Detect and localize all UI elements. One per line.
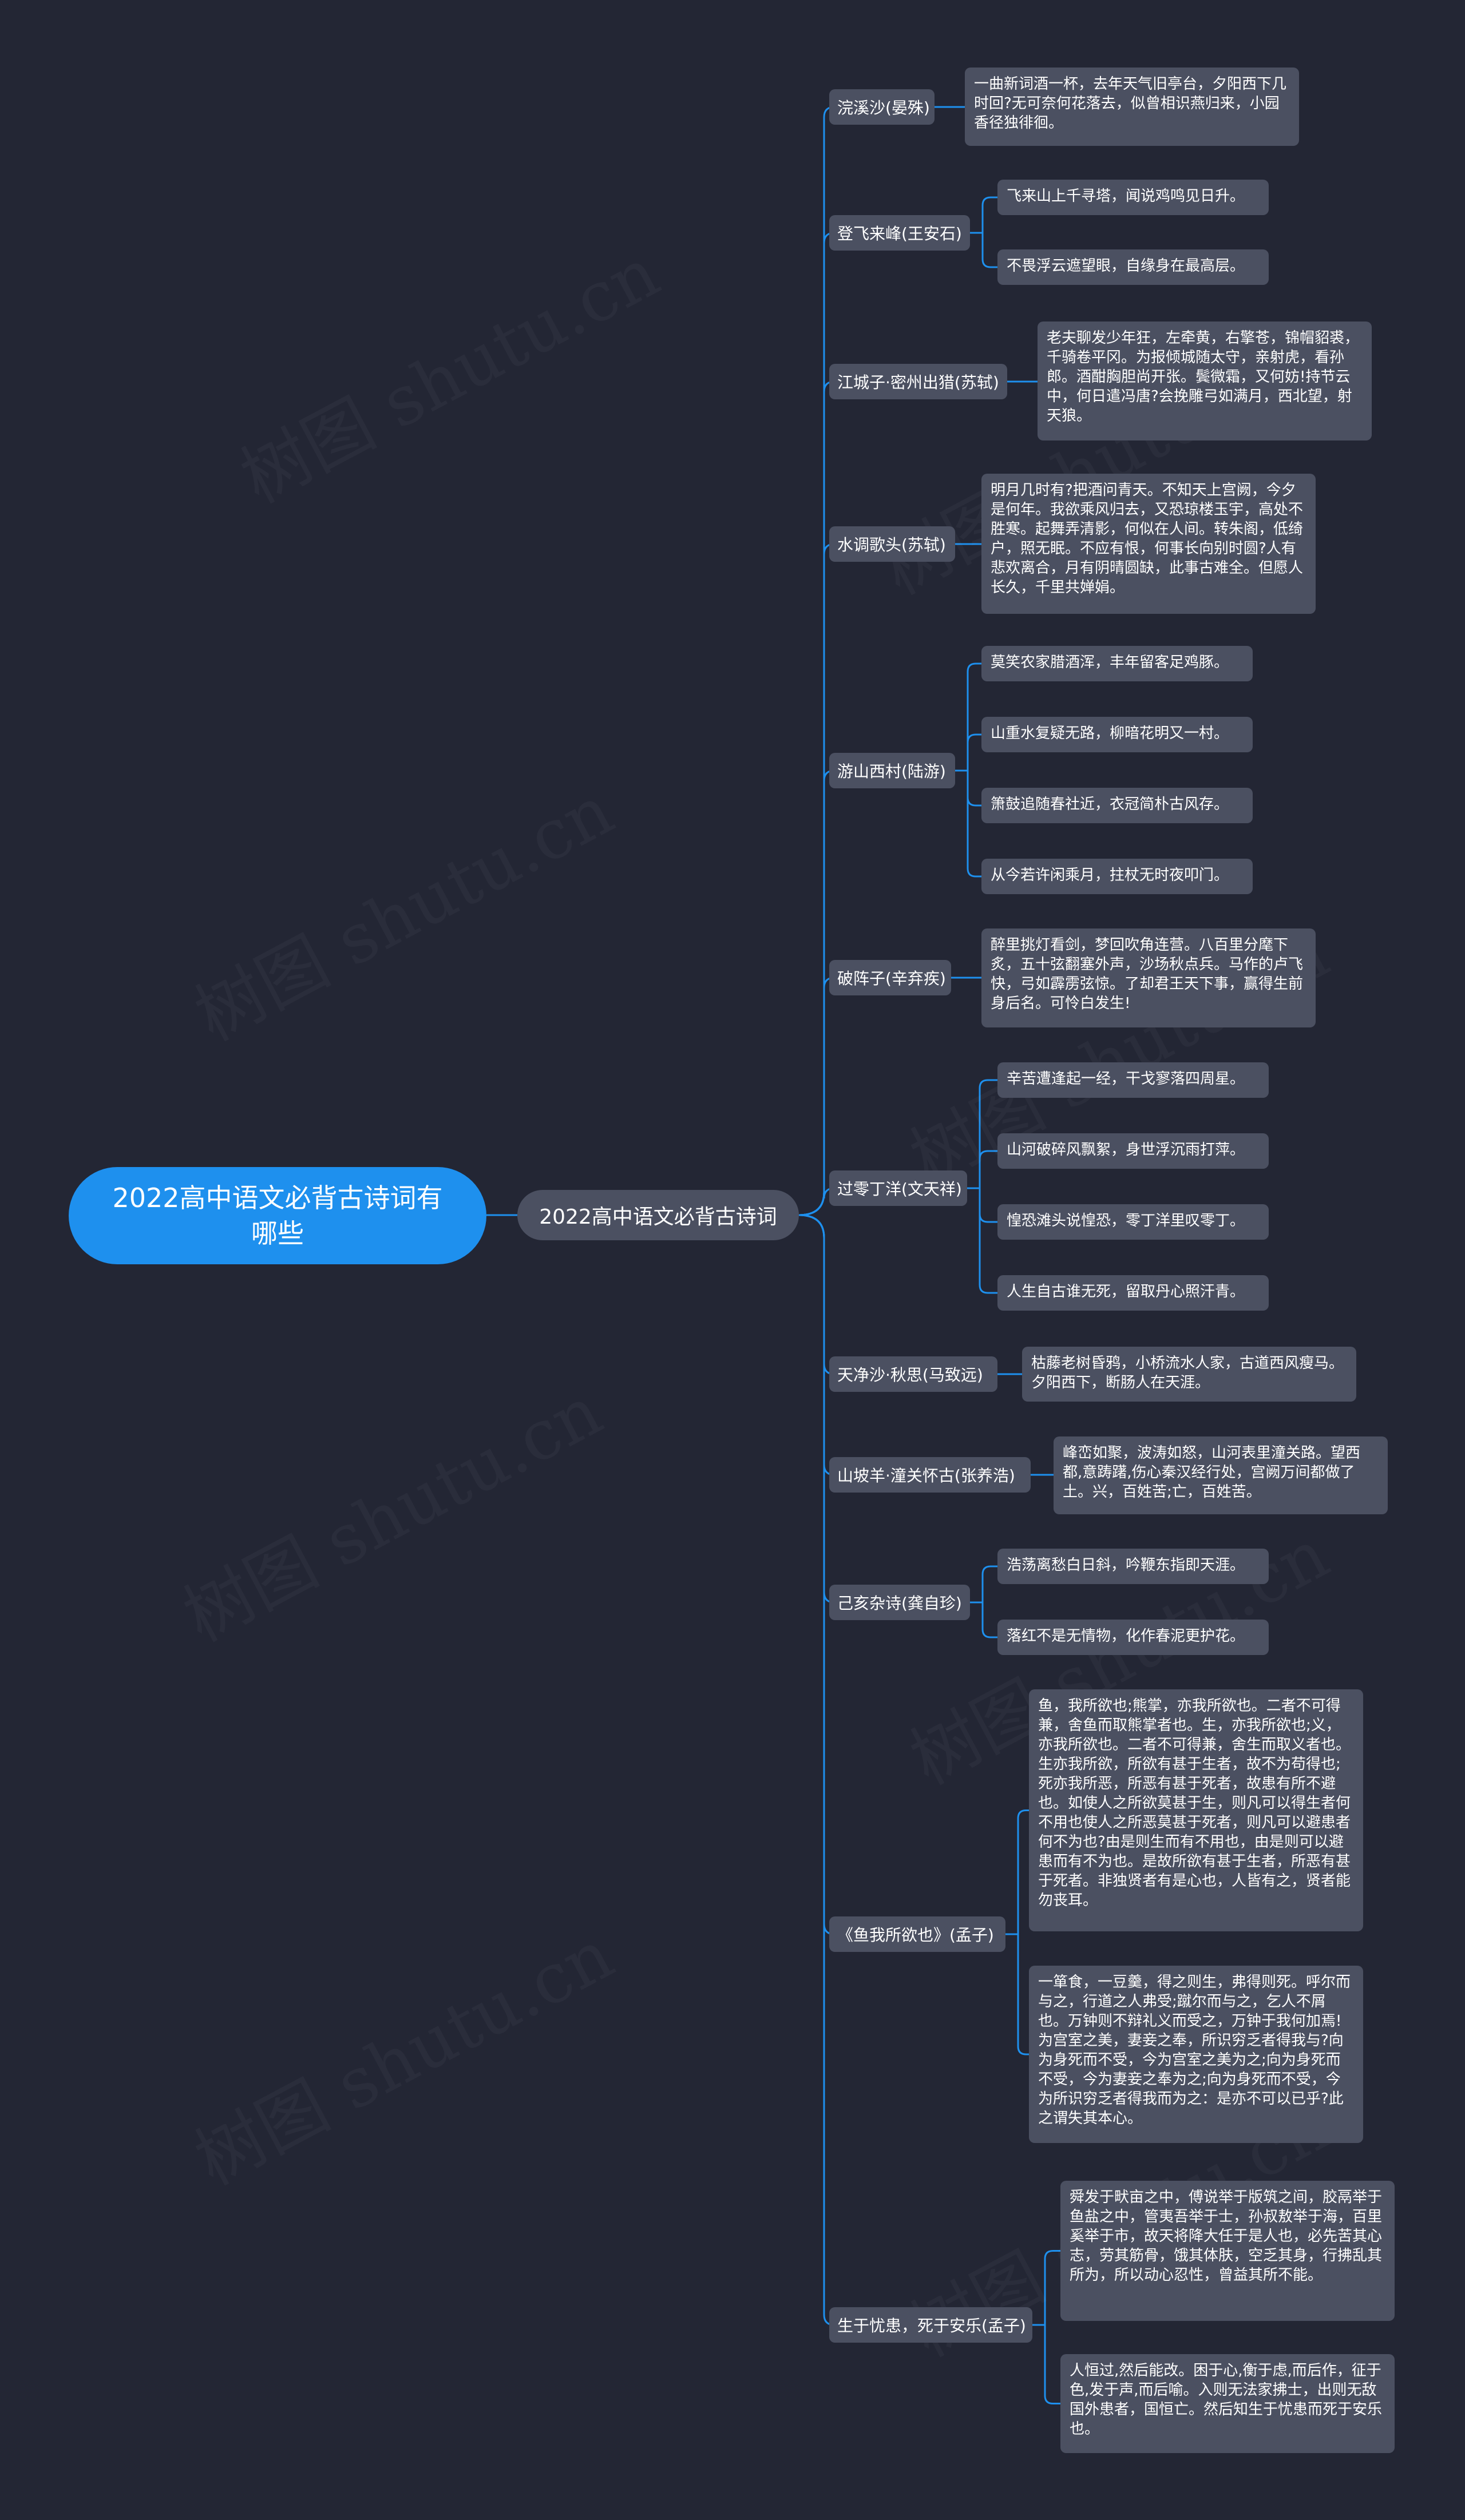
topic-node[interactable]: 过零丁洋(文天祥) (829, 1170, 967, 1206)
leaf-node[interactable]: 从今若许闲乘月，拄杖无时夜叩门。 (981, 859, 1253, 894)
topic-node[interactable]: 登飞来峰(王安石) (829, 215, 970, 251)
leaf-node[interactable]: 明月几时有?把酒问青天。不知天上宫阙，今夕是何年。我欲乘风归去，又恐琼楼玉宇，高… (981, 474, 1316, 614)
connector-line (967, 1150, 997, 1189)
leaf-node[interactable]: 辛苦遭逢起一经，干戈寥落四周星。 (997, 1062, 1269, 1098)
leaf-node[interactable]: 浩荡离愁白日斜，吟鞭东指即天涯。 (997, 1549, 1269, 1584)
connector-line (1032, 2250, 1060, 2326)
leaf-node[interactable]: 醉里挑灯看剑，梦回吹角连营。八百里分麾下炙，五十弦翻塞外声，沙场秋点兵。马作的卢… (981, 928, 1316, 1027)
connector-line (798, 543, 835, 1216)
connector-line (967, 1187, 997, 1294)
leaf-node[interactable]: 鱼，我所欲也;熊掌，亦我所欲也。二者不可得兼，舍鱼而取熊掌者也。生，亦我所欲也;… (1029, 1689, 1363, 1931)
topic-node[interactable]: 天净沙·秋思(马致远) (829, 1356, 997, 1392)
topic-node[interactable]: 破阵子(辛弃疾) (829, 960, 951, 995)
leaf-node[interactable]: 舜发于畎亩之中，傅说举于版筑之间，胶鬲举于鱼盐之中，管夷吾举于士，孙叔敖举于海，… (1060, 2181, 1395, 2321)
topic-node[interactable]: 浣溪沙(晏殊) (829, 89, 935, 125)
leaf-node[interactable]: 惶恐滩头说惶恐，零丁洋里叹零丁。 (997, 1204, 1269, 1240)
leaf-node[interactable]: 峰峦如聚，波涛如怒，山河表里潼关路。望西都,意踌躇,伤心秦汉经行处，宫阙万间都做… (1054, 1436, 1388, 1514)
leaf-node[interactable]: 落红不是无情物，化作春泥更护花。 (997, 1620, 1269, 1655)
connector-line (955, 769, 981, 878)
topic-node[interactable]: 水调歌头(苏轼) (829, 526, 955, 562)
leaf-node[interactable]: 一曲新词酒一杯，去年天气旧亭台，夕阳西下几时回?无可奈何花落去，似曾相识燕归来，… (965, 68, 1299, 146)
root-node[interactable]: 2022高中语文必背古诗词有哪些 (69, 1167, 486, 1264)
connector-line (798, 1214, 835, 1935)
connector-line (798, 1214, 835, 1604)
leaf-node[interactable]: 莫笑农家腊酒浑，丰年留客足鸡豚。 (981, 646, 1253, 681)
leaf-node[interactable]: 不畏浮云遮望眼，自缘身在最高层。 (997, 249, 1269, 285)
leaf-node[interactable]: 飞来山上千寻塔，闻说鸡鸣见日升。 (997, 180, 1269, 215)
connector-line (1032, 2324, 1060, 2404)
topic-node[interactable]: 山坡羊·潼关怀古(张养浩) (829, 1457, 1031, 1493)
connector-line (970, 1601, 997, 1638)
leaf-node[interactable]: 山重水复疑无路，柳暗花明又一村。 (981, 717, 1253, 752)
connector-line (955, 662, 981, 772)
topic-node[interactable]: 生于忧患，死于安乐(孟子) (829, 2307, 1032, 2343)
leaf-node[interactable]: 老夫聊发少年狂，左牵黄，右擎苍，锦帽貂裘，千骑卷平冈。为报倾城随太守，亲射虎，看… (1038, 322, 1372, 440)
leaf-node[interactable]: 人生自古谁无死，留取丹心照汗青。 (997, 1275, 1269, 1311)
connector-line (955, 733, 981, 772)
connector-line (798, 1214, 835, 1476)
connector-line (798, 106, 835, 1216)
connector-line (798, 769, 835, 1216)
connector-line (798, 380, 835, 1216)
leaf-node[interactable]: 人恒过,然后能改。困于心,衡于虑,而后作，征于色,发于声,而后喻。入则无法家拂士… (1060, 2354, 1395, 2453)
connector-line (798, 1214, 835, 1375)
topic-node[interactable]: 己亥杂诗(龚自珍) (829, 1585, 970, 1620)
leaf-node[interactable]: 一箪食，一豆羹，得之则生，弗得则死。呼尔而与之，行道之人弗受;蹴尔而与之，乞人不… (1029, 1966, 1363, 2143)
connector-line (970, 232, 997, 268)
connector-line (970, 196, 997, 234)
topic-node[interactable]: 游山西村(陆游) (829, 753, 955, 788)
leaf-node[interactable]: 箫鼓追随春社近，衣冠简朴古风存。 (981, 788, 1253, 823)
connector-line (1005, 1933, 1029, 2055)
topic-node[interactable]: 江城子·密州出猎(苏轼) (829, 364, 1007, 399)
leaf-node[interactable]: 枯藤老树昏鸦，小桥流水人家，古道西风瘦马。夕阳西下，断肠人在天涯。 (1022, 1347, 1356, 1402)
leaf-node[interactable]: 山河破碎风飘絮，身世浮沉雨打萍。 (997, 1133, 1269, 1169)
connector-line (967, 1187, 997, 1223)
main-topic-node[interactable]: 2022高中语文必背古诗词 (517, 1190, 799, 1240)
connector-line (967, 1079, 997, 1189)
connector-line (970, 1565, 997, 1604)
topic-node[interactable]: 《鱼我所欲也》(孟子) (829, 1916, 1005, 1952)
connector-line (1005, 1809, 1029, 1935)
